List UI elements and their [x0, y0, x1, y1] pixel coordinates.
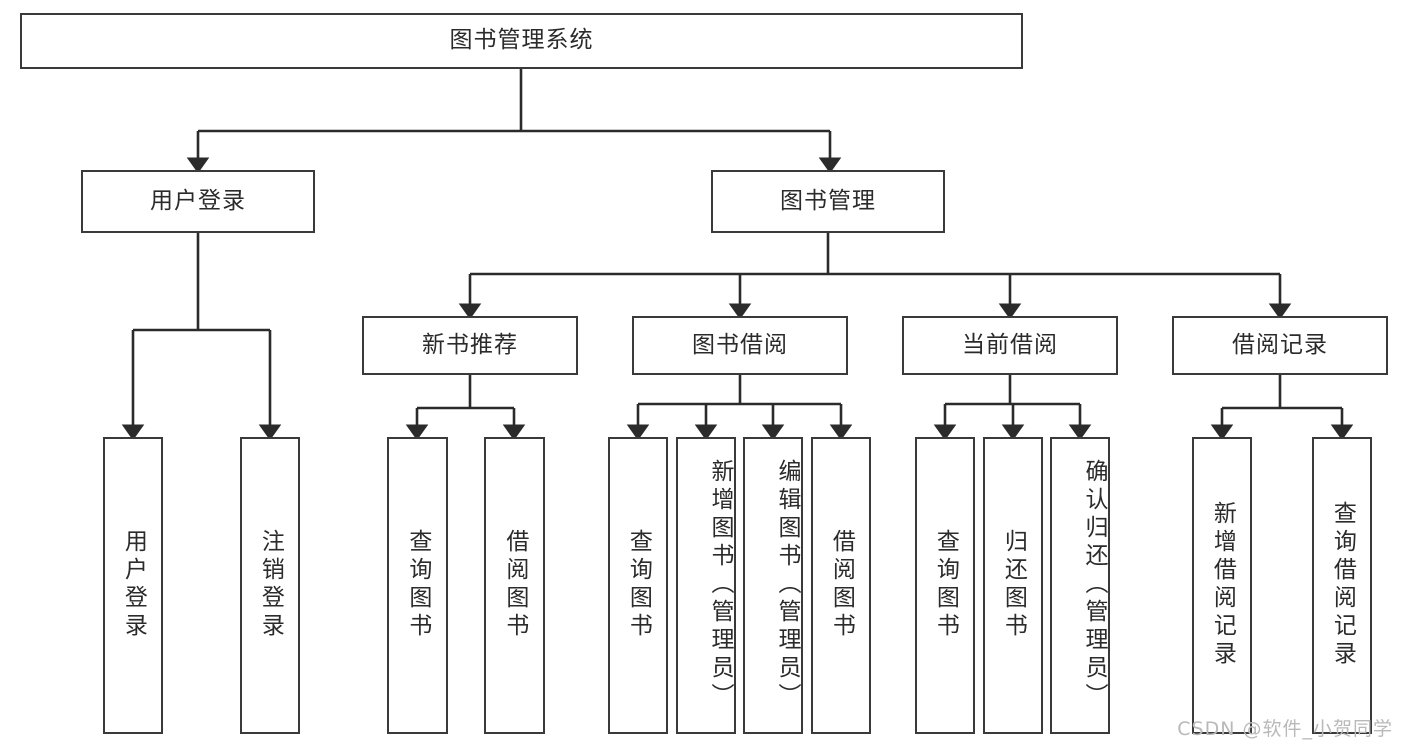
leaf-confirm-return-admin[interactable]: 确认归还（管理员） — [1050, 437, 1110, 734]
node-book-management[interactable]: 图书管理 — [711, 170, 945, 233]
node-label: 查询图书 — [625, 528, 652, 641]
node-label: 借阅图书 — [828, 528, 855, 641]
node-label: 用户登录 — [150, 187, 246, 214]
node-label: 归还图书 — [1000, 528, 1027, 641]
leaf-borrow-books[interactable]: 借阅图书 — [811, 437, 871, 734]
leaf-query-books-recommend[interactable]: 查询图书 — [387, 437, 448, 734]
node-label: 当前借阅 — [962, 331, 1058, 358]
leaf-edit-book-admin[interactable]: 编辑图书（管理员） — [743, 437, 803, 734]
node-user-login[interactable]: 用户登录 — [81, 170, 315, 233]
node-label: 查询图书 — [404, 528, 431, 641]
leaf-query-borrow-record[interactable]: 查询借阅记录 — [1312, 437, 1372, 734]
node-label: 图书借阅 — [692, 331, 788, 358]
node-label: 图书管理系统 — [449, 27, 594, 54]
node-new-book-recommend[interactable]: 新书推荐 — [362, 316, 578, 375]
watermark: CSDN @软件_小贺同学 — [1177, 718, 1393, 740]
leaf-user-login[interactable]: 用户登录 — [103, 437, 163, 734]
node-label: 借阅记录 — [1232, 331, 1328, 358]
node-label: 新增借阅记录 — [1209, 500, 1236, 669]
node-label: 用户登录 — [120, 528, 147, 641]
leaf-add-book-admin[interactable]: 新增图书（管理员） — [676, 437, 736, 734]
node-root[interactable]: 图书管理系统 — [20, 13, 1023, 69]
leaf-add-borrow-record[interactable]: 新增借阅记录 — [1192, 437, 1252, 734]
node-label: 图书管理 — [780, 187, 876, 214]
node-label: 新书推荐 — [422, 331, 518, 358]
leaf-borrow-books-recommend[interactable]: 借阅图书 — [484, 437, 545, 734]
leaf-logout[interactable]: 注销登录 — [240, 437, 300, 734]
node-borrow-records[interactable]: 借阅记录 — [1172, 316, 1388, 375]
node-book-borrow[interactable]: 图书借阅 — [632, 316, 848, 375]
node-label: 查询图书 — [932, 528, 959, 641]
node-label: 查询借阅记录 — [1329, 500, 1356, 669]
node-label: 注销登录 — [257, 528, 284, 641]
node-current-borrow[interactable]: 当前借阅 — [902, 316, 1118, 375]
node-label: 编辑图书（管理员） — [774, 458, 800, 711]
node-label: 确认归还（管理员） — [1081, 458, 1107, 711]
leaf-query-books-borrow[interactable]: 查询图书 — [608, 437, 668, 734]
node-label: 新增图书（管理员） — [707, 458, 733, 711]
leaf-return-books[interactable]: 归还图书 — [983, 437, 1043, 734]
node-label: 借阅图书 — [501, 528, 528, 641]
leaf-query-books-current[interactable]: 查询图书 — [915, 437, 975, 734]
